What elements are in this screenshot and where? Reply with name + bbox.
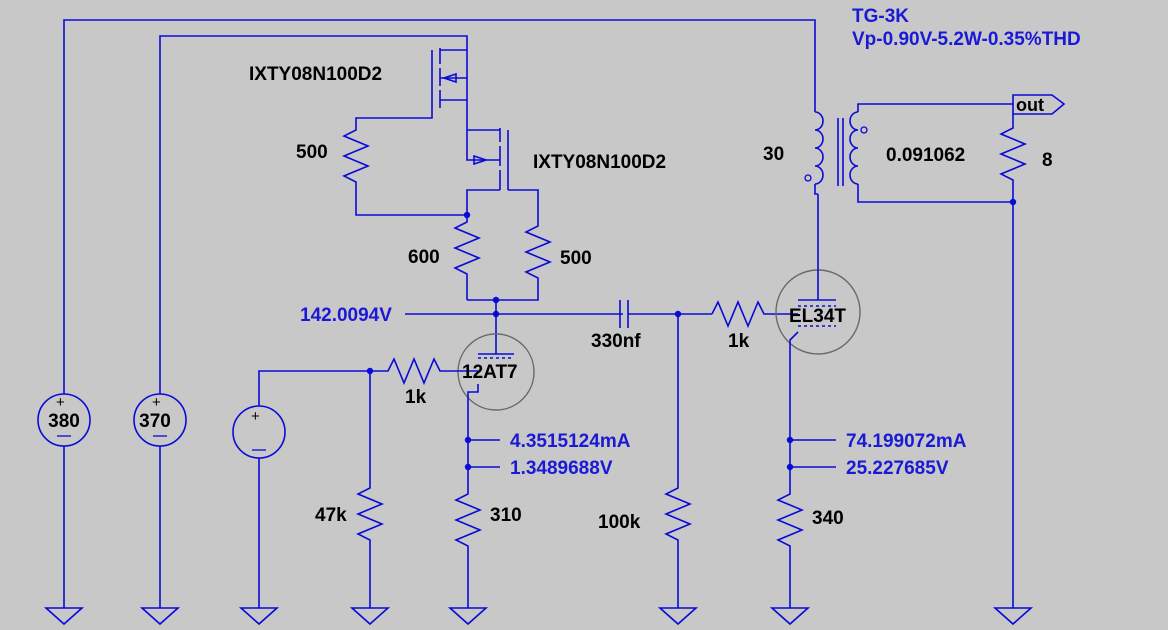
r-600-label: 600 xyxy=(408,247,440,268)
resistor-cathode-310[interactable]: 310 xyxy=(453,488,522,608)
tube-12at7[interactable]: 12AT7 xyxy=(457,333,535,440)
svg-text:+: + xyxy=(152,394,161,411)
r-500b-label: 500 xyxy=(560,248,592,269)
cap-330nf-label: 330nf xyxy=(591,331,641,352)
r-47k-label: 47k xyxy=(315,505,347,526)
output-transformer[interactable]: 30 0.091062 xyxy=(763,103,1013,203)
resistor-100k[interactable]: 100k xyxy=(598,314,693,608)
title-line-1: TG-3K xyxy=(852,6,909,27)
resistor-47k[interactable]: 47k xyxy=(315,371,385,608)
signal-source[interactable]: + xyxy=(232,370,370,608)
svg-text:+: + xyxy=(251,408,260,425)
mosfet-2[interactable]: IXTY08N100D2 xyxy=(466,128,666,220)
resistor-cathode-340[interactable]: 340 xyxy=(775,488,844,608)
title-line-2: Vp-0.90V-5.2W-0.35%THD xyxy=(852,29,1081,50)
tube-el34t-label: EL34T xyxy=(789,306,846,327)
wire-supply-370-rail xyxy=(159,35,468,394)
r-cathode-340-label: 340 xyxy=(812,508,844,529)
xfmr-ratio-label: 0.091062 xyxy=(886,145,965,166)
resistor-load-8[interactable]: 8 xyxy=(998,114,1053,608)
capacitor-330nf[interactable]: 330nf xyxy=(591,300,712,352)
r-gate-500-label: 500 xyxy=(296,142,328,163)
r-grid-v1-label: 1k xyxy=(405,387,427,408)
mosfet-1[interactable]: IXTY08N100D2 xyxy=(249,48,468,130)
svg-text:+: + xyxy=(56,394,65,411)
resistor-r-gate-500[interactable]: 500 xyxy=(296,124,467,216)
tube-12at7-label: 12AT7 xyxy=(462,362,518,383)
output-port[interactable]: out xyxy=(1012,94,1066,115)
r-cathode-310-label: 310 xyxy=(490,505,522,526)
plate-v1-reading: 142.0094V xyxy=(300,305,392,326)
mosfet-1-label: IXTY08N100D2 xyxy=(249,64,382,85)
wire-supply-380-rail xyxy=(63,19,816,394)
out-port-label: out xyxy=(1016,95,1044,115)
resistor-grid-v2-1k[interactable]: 1k xyxy=(711,299,790,352)
r-grid-v2-label: 1k xyxy=(728,331,750,352)
supply-380-label: 380 xyxy=(48,411,80,432)
i-v2-reading: 74.199072mA xyxy=(846,431,967,452)
i-v1-reading: 4.3515124mA xyxy=(510,431,631,452)
tube-el34t[interactable]: EL34T xyxy=(775,194,861,440)
vk-v1-reading: 1.3489688V xyxy=(510,458,613,479)
mosfet-2-label: IXTY08N100D2 xyxy=(533,152,666,173)
r-load-8-label: 8 xyxy=(1042,150,1053,171)
resistor-grid-v1-1k[interactable]: 1k xyxy=(370,356,458,408)
r-100k-label: 100k xyxy=(598,512,641,533)
resistor-600[interactable]: 600 xyxy=(408,215,482,300)
ground-symbols xyxy=(43,607,1034,626)
xfmr-primary-label: 30 xyxy=(763,144,784,165)
supply-370-label: 370 xyxy=(139,411,171,432)
voltage-source-380[interactable]: + 380 xyxy=(37,393,91,608)
voltage-source-370[interactable]: + 370 xyxy=(133,393,187,608)
vk-v2-reading: 25.227685V xyxy=(846,458,949,479)
resistor-500b[interactable]: 500 xyxy=(467,220,592,301)
